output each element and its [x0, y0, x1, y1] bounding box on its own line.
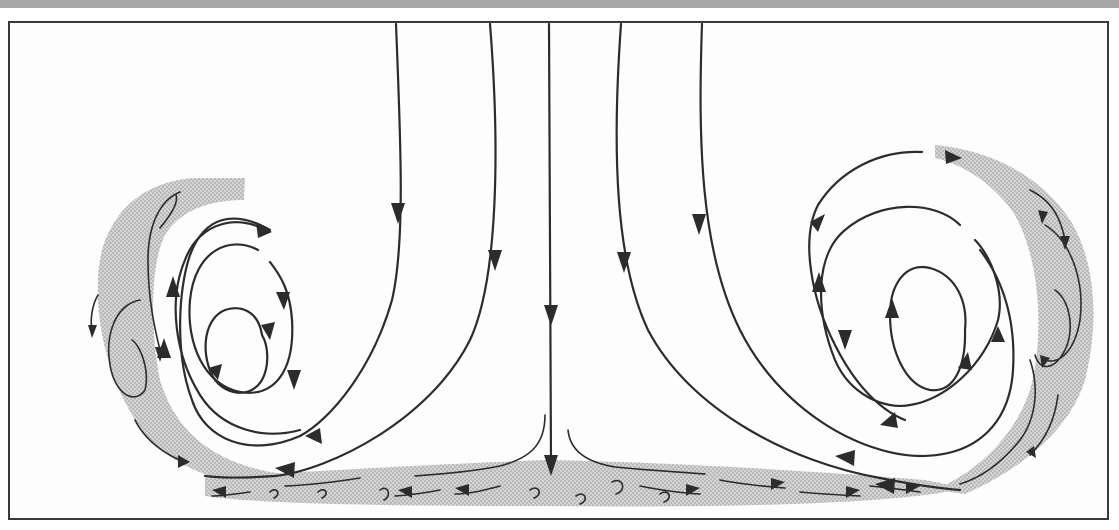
right-vortex-core — [890, 267, 965, 390]
left-vortex — [176, 222, 300, 433]
arrow-left-eddy-2 — [88, 325, 97, 338]
boundary-layer-shading — [98, 145, 1094, 507]
left-eddy-3 — [91, 295, 98, 330]
streamline-left-outer — [180, 24, 401, 445]
arrow-down-1 — [391, 203, 405, 224]
arrow-right-vortex-6 — [885, 298, 899, 318]
arrow-right-vortex-4 — [838, 330, 852, 350]
streamline-right-outer — [701, 24, 1014, 456]
arrow-down-5 — [692, 214, 706, 235]
right-vortex — [809, 152, 999, 420]
arrow-right-vortex-5 — [880, 412, 898, 428]
arrowheads — [88, 150, 1070, 498]
arrow-down-3 — [544, 305, 558, 326]
arrow-left-vortex-2 — [276, 292, 290, 310]
left-vortex-core — [206, 308, 268, 392]
arrow-left-vortex-3 — [287, 370, 301, 390]
streamline-right-inner — [617, 24, 960, 490]
arrow-right-vortex-7 — [958, 352, 972, 370]
left-vortex-mid-loop — [189, 244, 292, 392]
streamline-center — [549, 24, 551, 462]
left-vortex-outer-loop — [176, 222, 300, 433]
streamline-left-inner — [205, 24, 495, 478]
right-vortex-outer-loop — [809, 152, 922, 420]
boundary-eddies — [91, 190, 1081, 484]
arrow-right-vortex-9 — [835, 450, 855, 466]
right-vortex-mid-loop — [821, 207, 1000, 406]
arrow-right-vortex-3 — [812, 272, 826, 292]
